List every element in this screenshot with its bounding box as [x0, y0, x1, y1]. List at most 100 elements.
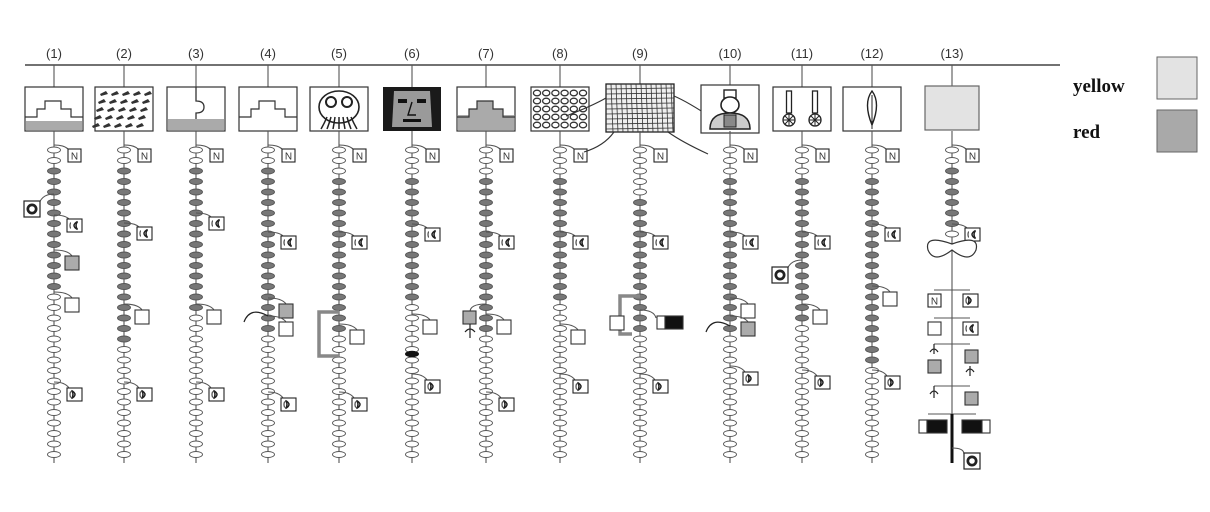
panel-bird	[140, 107, 148, 112]
knot	[795, 451, 809, 458]
knot	[553, 146, 567, 154]
knot	[47, 356, 61, 364]
moon-mark	[211, 220, 213, 227]
bow-icon	[926, 239, 978, 258]
knot	[553, 419, 567, 427]
knot	[332, 283, 346, 290]
moon-mark	[211, 391, 213, 398]
knot	[553, 199, 567, 206]
knot	[117, 283, 131, 290]
knot	[261, 146, 275, 154]
knot	[47, 440, 61, 448]
knot	[795, 251, 809, 259]
knot	[633, 398, 647, 406]
knot	[633, 241, 647, 248]
pendant-cord	[267, 297, 287, 305]
dark-knot	[405, 350, 419, 358]
pendant-cord	[801, 369, 818, 377]
n-tag-frame	[927, 293, 942, 308]
knot	[261, 209, 275, 217]
knot	[47, 451, 61, 458]
moon-mark	[501, 401, 503, 408]
knot	[47, 304, 61, 311]
column-label: (3)	[188, 46, 204, 61]
panel-bird	[142, 99, 150, 104]
knot	[405, 325, 419, 332]
khipu-column: (3)N	[166, 46, 226, 463]
khipu-column: (4) N	[238, 46, 298, 463]
knot	[117, 272, 131, 280]
panel-oval	[532, 105, 542, 113]
panel-bird	[98, 99, 106, 104]
panel-bird	[133, 91, 141, 96]
moon-shape	[212, 389, 218, 400]
knot	[795, 377, 809, 385]
knot	[723, 146, 737, 154]
yellow-outline-square	[812, 309, 828, 325]
moon-mark	[283, 239, 285, 246]
moon-shape	[70, 389, 76, 400]
knot	[405, 251, 419, 259]
pendant-cord	[871, 223, 888, 229]
panel-fill	[168, 119, 224, 130]
knot	[795, 157, 809, 164]
knot	[332, 346, 346, 353]
knot	[723, 293, 737, 301]
knot	[553, 188, 567, 196]
knot	[723, 346, 737, 353]
mirror-moon-icon	[962, 293, 979, 308]
n-tag: N	[281, 148, 296, 163]
n-tag-letter: N	[429, 152, 436, 163]
knot	[47, 167, 61, 175]
knot	[723, 430, 737, 437]
legend-swatch-yellow	[1156, 56, 1198, 100]
pendant-cord	[801, 303, 821, 311]
knot	[633, 367, 647, 374]
moon-mark	[745, 375, 747, 382]
column-label: (4)	[260, 46, 276, 61]
knot	[553, 335, 567, 343]
knot	[795, 335, 809, 343]
pendant-cord	[871, 285, 891, 293]
knot	[189, 430, 203, 437]
knot	[865, 430, 879, 437]
knot	[405, 199, 419, 206]
knot	[332, 325, 346, 332]
knot	[795, 440, 809, 448]
crescent-moon-icon	[742, 235, 759, 250]
knot	[865, 272, 879, 280]
pendant-cord	[195, 212, 212, 218]
knot	[47, 346, 61, 353]
knot	[479, 199, 493, 206]
knot	[117, 367, 131, 374]
n-tag: N	[743, 148, 758, 163]
knot	[553, 398, 567, 406]
knot	[332, 146, 346, 154]
knot	[865, 178, 879, 185]
knot	[332, 377, 346, 385]
panel-oval	[541, 89, 551, 97]
n-tag-frame	[573, 148, 588, 163]
net-line	[605, 92, 675, 95]
knot	[332, 335, 346, 343]
panel-profile	[457, 100, 515, 118]
mask-tentacle	[342, 116, 346, 130]
pendant-cord	[729, 365, 746, 373]
knot	[47, 251, 61, 259]
pendant-cord	[801, 144, 817, 150]
knot	[405, 398, 419, 406]
knot	[553, 178, 567, 185]
knot	[332, 178, 346, 185]
sun-center	[29, 206, 35, 212]
knot	[553, 209, 567, 217]
knot	[723, 325, 737, 332]
face-mouth	[403, 119, 421, 122]
knot	[633, 167, 647, 175]
knot	[189, 419, 203, 427]
knot	[553, 220, 567, 227]
knot	[189, 157, 203, 164]
knot	[47, 199, 61, 206]
knot	[332, 220, 346, 227]
knot	[479, 178, 493, 185]
knot	[189, 188, 203, 196]
